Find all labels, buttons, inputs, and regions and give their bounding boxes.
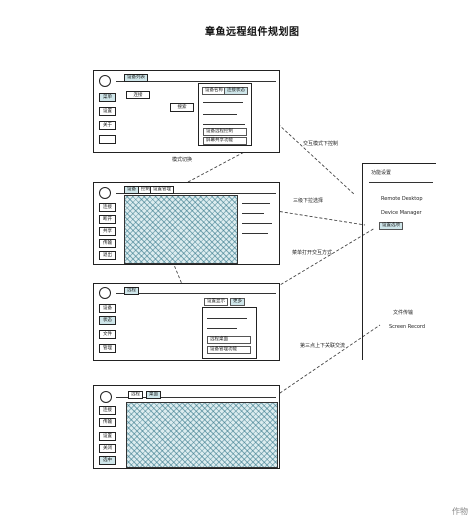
side-button-3[interactable]: 文件	[99, 330, 116, 339]
label-third: 第三点上下关联交流	[300, 343, 346, 349]
side-button-4[interactable]: 管理	[99, 344, 116, 353]
side-button-1[interactable]: 设备	[99, 304, 116, 313]
side-button-1[interactable]: 连接	[99, 203, 116, 212]
label-dropdown: 三级下拉选择	[293, 198, 324, 204]
right-item-3[interactable]: 设置选项	[379, 222, 403, 230]
dd-tab-2[interactable]: 连接状态	[224, 87, 248, 95]
label-interaction: 交互模式下控制	[303, 141, 339, 147]
watermark: 作物	[452, 507, 468, 516]
mockup-window-1: 设备列表 菜单 设置 关于 连接 搜索 设备名称 连接状态 设备远程控制 屏幕共…	[93, 70, 280, 153]
dd-row-2[interactable]: 屏幕共享功能	[203, 137, 247, 145]
label-menu-open: 菜单打开交互方式	[292, 250, 333, 256]
side-button-2[interactable]: 状态	[99, 316, 116, 325]
side-button-5[interactable]: 选中	[99, 456, 116, 465]
remote-desktop-view[interactable]	[124, 195, 238, 264]
tab-device-list[interactable]: 设备列表	[124, 74, 148, 82]
dd-tab-1[interactable]: 设备名称	[202, 87, 226, 95]
side-button-2[interactable]: 断开	[99, 215, 116, 224]
side-button-1[interactable]: 菜单	[99, 93, 116, 102]
side-button-3[interactable]: 关于	[99, 121, 116, 130]
dropdown-panel-1: 设备名称 连接状态 设备远程控制 屏幕共享功能	[198, 83, 252, 146]
right-label-2: Screen Record	[389, 324, 426, 330]
tab-remote[interactable]: 远程	[128, 391, 143, 399]
tab-settings[interactable]: 设置管理	[150, 186, 174, 194]
side-button-5[interactable]: 退出	[99, 251, 116, 260]
logo-circle	[100, 391, 112, 403]
mockup-window-4: 远程 桌面 连接 传输 设置 关闭 选中	[93, 385, 280, 469]
tab-desktop[interactable]: 桌面	[146, 391, 161, 399]
logo-circle	[99, 75, 111, 87]
dd-row-1[interactable]: 远程桌面	[207, 336, 251, 344]
right-panel-header: 功能设置	[371, 170, 392, 176]
diagram-title: 章鱼远程组件规划图	[205, 27, 300, 38]
mockup-window-2: 设备 控制 设置管理 连接 断开 共享 传输 退出	[93, 182, 280, 265]
search-button[interactable]: 搜索	[170, 103, 194, 112]
dd-row-2[interactable]: 设备管理功能	[207, 346, 251, 354]
dd-row-1[interactable]: 设备远程控制	[203, 128, 247, 136]
side-button-2[interactable]: 设置	[99, 107, 116, 116]
remote-desktop-view[interactable]	[126, 402, 278, 468]
right-panel: 功能设置 Remote Desktop Device Manager 设置选项 …	[362, 163, 436, 360]
right-item-2[interactable]: Device Manager	[381, 210, 422, 216]
tab-remote[interactable]: 远程	[124, 287, 139, 295]
mockup-window-3: 远程 设备 状态 文件 管理 设置显示 更多 远程桌面 设备管理功能	[93, 283, 280, 361]
side-button-4[interactable]: 关闭	[99, 444, 116, 453]
right-label-1: 文件传输	[393, 310, 414, 316]
dd-tab-2[interactable]: 更多	[230, 298, 245, 306]
side-button-1[interactable]: 连接	[99, 406, 116, 415]
logo-circle	[99, 187, 111, 199]
logo-circle	[99, 287, 111, 299]
connect-input[interactable]: 连接	[126, 91, 150, 99]
dropdown-panel-3: 远程桌面 设备管理功能	[202, 307, 257, 359]
side-button-3[interactable]: 设置	[99, 432, 116, 441]
side-button-3[interactable]: 共享	[99, 227, 116, 236]
side-button-4[interactable]: 传输	[99, 239, 116, 248]
tab-device[interactable]: 设备	[124, 186, 139, 194]
dd-tab-1[interactable]: 设置显示	[204, 298, 228, 306]
right-item-1[interactable]: Remote Desktop	[381, 196, 423, 202]
side-button-2[interactable]: 传输	[99, 418, 116, 427]
label-mode-switch: 模式切换	[172, 157, 193, 163]
side-button-4[interactable]	[99, 135, 116, 144]
